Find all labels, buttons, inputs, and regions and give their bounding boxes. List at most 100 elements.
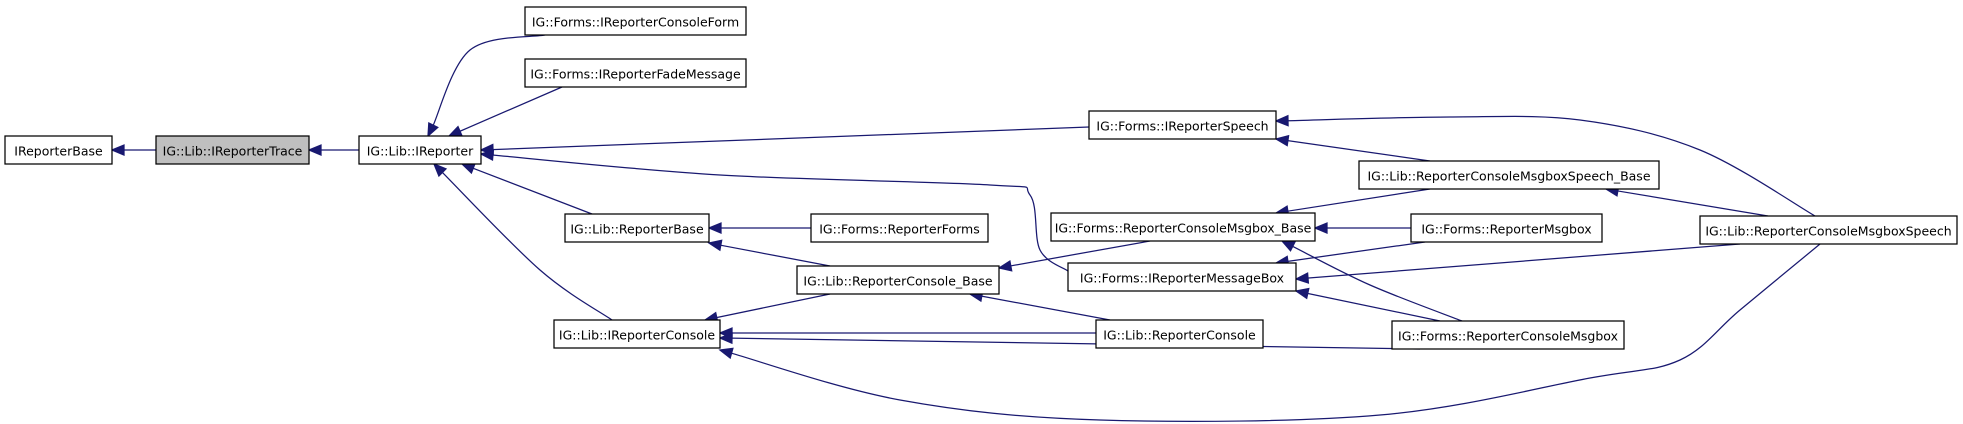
class-node-label: IG::Forms::IReporterMessageBox (1080, 271, 1284, 286)
edge-line (1616, 190, 1769, 217)
edge-reporterconsolemsgboxspeech-to-ireportermessagebox (1294, 243, 1741, 284)
class-node-label: IG::Lib::ReporterBase (570, 222, 704, 237)
class-node-label: IG::Lib::ReporterConsoleMsgboxSpeech_Bas… (1367, 169, 1650, 184)
class-node-box[interactable] (1358, 160, 1660, 190)
edge-line (1306, 243, 1741, 279)
edge-ireportermessagebox-to-ireporter (479, 149, 1069, 272)
edge-reporterconsolebase-to-ireporterconsole (703, 293, 831, 324)
edge-libreporterbase-to-ireporter (460, 162, 593, 215)
edge-line (980, 295, 1111, 321)
class-node-ireportermessagebox[interactable]: IG::Forms::IReporterMessageBox (1067, 262, 1297, 292)
class-node-ireporter[interactable]: IG::Lib::IReporter (358, 135, 482, 165)
class-node-label: IG::Lib::IReporterTrace (163, 144, 303, 159)
class-node-ireportertrace[interactable]: IG::Lib::IReporterTrace (155, 135, 310, 165)
class-node-label: IReporterBase (14, 144, 103, 159)
edge-line (1286, 115, 1816, 217)
edge-line (432, 34, 546, 127)
class-node-box[interactable] (1095, 319, 1264, 349)
class-node-label: IG::Lib::ReporterConsole (1103, 328, 1256, 343)
edge-line (1306, 292, 1441, 322)
edge-ireporterconsoleform-to-ireporter (427, 34, 546, 138)
edge-line (1286, 188, 1431, 212)
class-node-label: IG::Forms::IReporterSpeech (1096, 119, 1268, 134)
edge-reporterconsolemsgboxspeech-to-reporterconsolemsgboxspeechbase (1604, 185, 1769, 217)
edge-line (730, 337, 1421, 350)
class-node-label: IG::Forms::IReporterConsoleForm (532, 15, 739, 30)
class-node-box[interactable] (4, 135, 113, 165)
arrowhead-icon (1294, 272, 1310, 284)
class-node-box[interactable] (1410, 213, 1603, 243)
arrowhead-icon (718, 347, 734, 360)
class-node-reporterconsolemsgboxspeech[interactable]: IG::Lib::ReporterConsoleMsgboxSpeech (1699, 215, 1958, 245)
class-node-box[interactable] (796, 265, 1000, 295)
class-node-box[interactable] (810, 213, 989, 243)
class-node-reportermsgbox[interactable]: IG::Forms::ReporterMsgbox (1410, 213, 1603, 243)
class-node-label: IG::Lib::ReporterConsole_Base (803, 274, 992, 289)
class-node-box[interactable] (1088, 110, 1277, 140)
class-node-label: IG::Forms::IReporterFadeMessage (530, 67, 741, 82)
edge-ireporterconsole-to-ireporter (432, 162, 613, 321)
class-node-libreporterbase[interactable]: IG::Lib::ReporterBase (564, 213, 710, 243)
arrowhead-icon (707, 222, 722, 234)
class-node-box[interactable] (155, 135, 310, 165)
class-node-box[interactable] (1699, 215, 1958, 245)
class-node-reporterforms[interactable]: IG::Forms::ReporterForms (810, 213, 989, 243)
class-node-label: IG::Forms::ReporterForms (819, 222, 980, 237)
edge-line (441, 171, 613, 321)
class-node-ireporterbase[interactable]: IReporterBase (4, 135, 113, 165)
arrowhead-icon (110, 144, 125, 156)
edge-reportermsgbox-to-ireportermessagebox (1274, 241, 1426, 268)
edge-libreporterconsole-to-reporterconsolebase (968, 290, 1111, 321)
edge-reporterforms-to-libreporterbase (707, 222, 811, 234)
edges-layer (110, 34, 1821, 422)
arrowhead-icon (1313, 222, 1328, 234)
edge-line (1286, 139, 1431, 162)
arrowhead-icon (718, 332, 733, 345)
arrowhead-icon (1274, 114, 1289, 127)
edge-line (491, 126, 1090, 151)
edge-line (1009, 240, 1151, 267)
edge-reporterconsolemsgbox-to-ireportermessagebox (1294, 287, 1441, 322)
edge-reporterconsolemsgbox-to-ireporterconsole (718, 332, 1421, 350)
arrowhead-icon (447, 125, 463, 137)
class-node-reporterconsolemsgbox[interactable]: IG::Forms::ReporterConsoleMsgbox (1391, 320, 1625, 350)
class-node-ireporterconsole[interactable]: IG::Lib::IReporterConsole (553, 319, 721, 349)
edge-line (1286, 241, 1426, 263)
class-node-ireporterfademessage[interactable]: IG::Forms::IReporterFadeMessage (524, 58, 747, 88)
arrowhead-icon (997, 259, 1013, 272)
edge-reporterconsolemsgbox-to-reporterconsolemsgboxbase (1280, 240, 1463, 322)
class-node-box[interactable] (358, 135, 482, 165)
edge-ireporterfademessage-to-ireporter (447, 86, 563, 137)
edge-ireportertrace-to-ireporterbase (110, 144, 156, 156)
edge-line (491, 154, 1069, 272)
class-node-label: IG::Forms::ReporterConsoleMsgbox (1398, 329, 1618, 344)
class-node-label: IG::Forms::ReporterMsgbox (1421, 222, 1591, 237)
class-node-box[interactable] (524, 58, 747, 88)
edge-line (719, 244, 831, 267)
edge-line (1291, 245, 1463, 322)
edge-reporterconsolemsgboxspeechbase-to-ireporterspeech (1274, 134, 1431, 162)
class-node-box[interactable] (564, 213, 710, 243)
class-node-box[interactable] (524, 6, 747, 36)
class-node-label: IG::Forms::ReporterConsoleMsgbox_Base (1055, 221, 1312, 236)
class-node-box[interactable] (1050, 212, 1316, 242)
class-node-reporterconsolebase[interactable]: IG::Lib::ReporterConsole_Base (796, 265, 1000, 295)
edge-line (472, 167, 593, 215)
class-node-box[interactable] (553, 319, 721, 349)
arrowhead-icon (1274, 134, 1290, 147)
class-node-box[interactable] (1391, 320, 1625, 350)
class-node-box[interactable] (1067, 262, 1297, 292)
class-node-reporterconsolemsgboxbase[interactable]: IG::Forms::ReporterConsoleMsgbox_Base (1050, 212, 1316, 242)
edge-reporterconsolemsgboxspeech-to-ireporterconsole (718, 243, 1821, 422)
class-node-libreporterconsole[interactable]: IG::Lib::ReporterConsole (1095, 319, 1264, 349)
edge-line (458, 86, 563, 133)
arrowhead-icon (460, 162, 476, 175)
class-node-reporterconsolemsgboxspeechbase[interactable]: IG::Lib::ReporterConsoleMsgboxSpeech_Bas… (1358, 160, 1660, 190)
arrowhead-icon (707, 239, 723, 252)
class-node-ireporterconsoleform[interactable]: IG::Forms::IReporterConsoleForm (524, 6, 747, 36)
class-node-label: IG::Lib::IReporterConsole (559, 328, 715, 343)
arrowhead-icon (307, 144, 322, 156)
class-node-ireporterspeech[interactable]: IG::Forms::IReporterSpeech (1088, 110, 1277, 140)
